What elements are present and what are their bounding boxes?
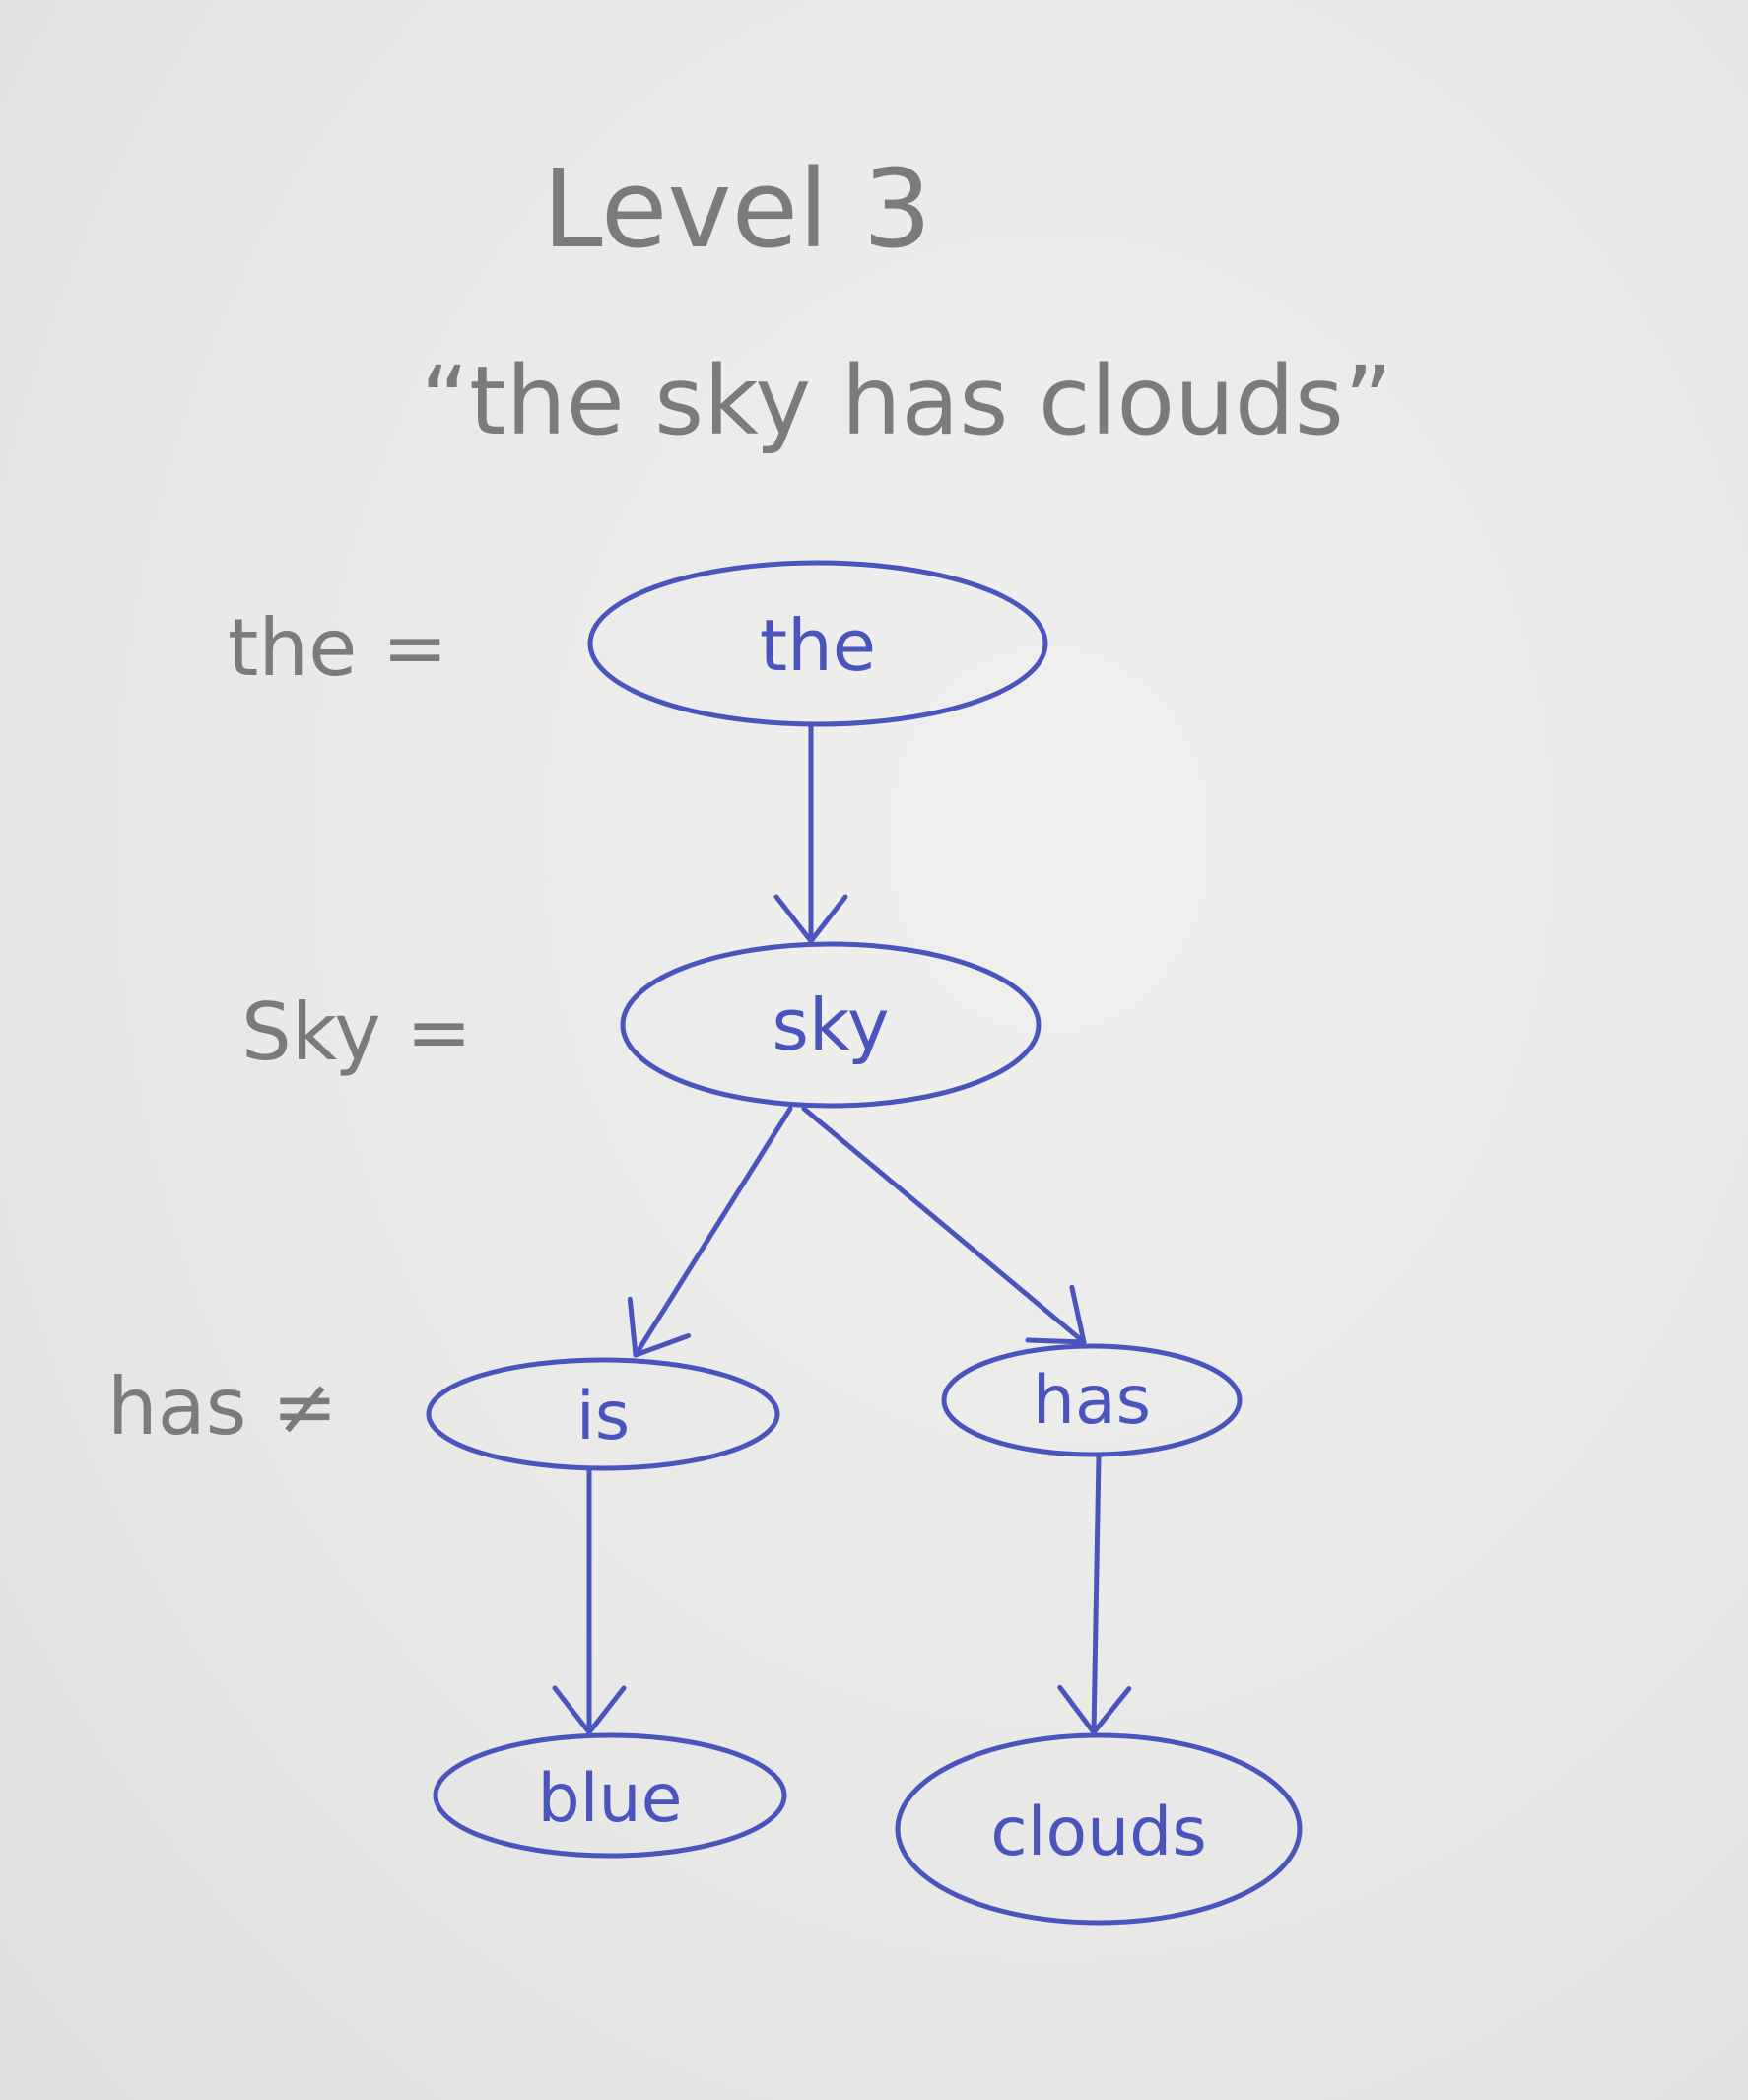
node-label: clouds [990, 1794, 1207, 1871]
node-clouds: clouds [895, 1732, 1303, 1926]
node-the: the [587, 560, 1048, 727]
edge-sky-to-has [801, 1106, 1087, 1345]
node-label: sky [772, 983, 889, 1066]
node-blue: blue [433, 1732, 787, 1859]
edge-sky-to-is [633, 1106, 793, 1355]
arrowhead-icon [773, 894, 848, 944]
annotation-has-not-equal: has ≠ [107, 1361, 338, 1453]
node-label: the [760, 604, 876, 687]
annotation-sky-equals: Sky = [241, 986, 472, 1078]
edge-has-to-clouds [1094, 1454, 1102, 1732]
node-sky: sky [620, 941, 1042, 1109]
node-label: blue [538, 1760, 683, 1838]
node-label: is [576, 1378, 630, 1456]
annotation-the-equals: the = [228, 602, 448, 694]
sentence: “the sky has clouds” [420, 346, 1392, 456]
arrowhead-icon [627, 1296, 692, 1358]
node-has: has [941, 1343, 1243, 1457]
arrowhead-icon [552, 1685, 627, 1735]
node-label: has [1033, 1362, 1151, 1440]
arrowhead-icon [1025, 1284, 1087, 1345]
diagram-title: Level 3 [542, 146, 931, 272]
node-is: is [426, 1357, 780, 1471]
arrowhead-icon [1057, 1684, 1132, 1735]
